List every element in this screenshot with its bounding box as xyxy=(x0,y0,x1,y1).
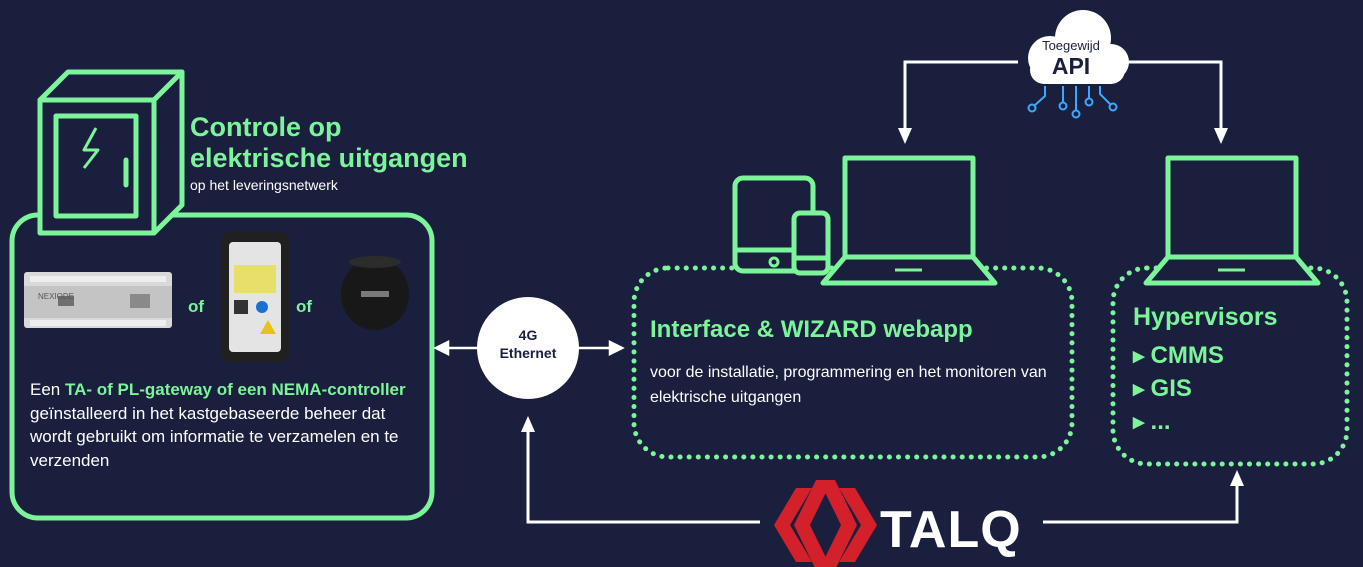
triangle-bullet-icon: ▶ xyxy=(1133,348,1145,365)
hypervisor-item-more: ▶... xyxy=(1133,408,1171,436)
triangle-bullet-icon: ▶ xyxy=(1133,381,1145,398)
laptop-icon xyxy=(820,155,998,286)
left-heading-line2: elektrische uitgangen xyxy=(190,143,468,173)
left-subheading: op het leveringsnetwerk xyxy=(190,177,338,193)
interface-title: Interface & WIZARD webapp xyxy=(650,316,973,343)
left-description-prefix: Een xyxy=(30,380,65,399)
hypervisor-item-label: GIS xyxy=(1150,375,1192,402)
or-label-2: of xyxy=(296,297,313,316)
cloud-api-label: API xyxy=(1051,53,1091,79)
connection-label: 4G Ethernet xyxy=(478,326,578,362)
ta-gateway-device-image xyxy=(24,272,172,328)
hypervisor-item-label: ... xyxy=(1150,408,1171,435)
cloud-icon xyxy=(1028,10,1129,84)
arrow-up-to-circle-icon xyxy=(521,416,535,432)
hypervisor-item-gis: ▶ GIS xyxy=(1133,375,1192,403)
pl-gateway-device-image xyxy=(221,232,289,362)
interface-panel-frame xyxy=(631,265,1075,460)
connection-label-line2: Ethernet xyxy=(499,345,557,361)
network-nodes-icon xyxy=(1027,86,1118,119)
electrical-cabinet-icon xyxy=(37,69,185,236)
bidirectional-arrow-left xyxy=(433,339,478,357)
talq-logo-icon xyxy=(774,480,877,567)
hypervisor-laptop-icon xyxy=(1143,155,1321,286)
left-description: Een TA- of PL-gateway of een NEMA-contro… xyxy=(30,378,410,472)
left-heading: Controle op elektrische uitgangen xyxy=(190,112,468,174)
nema-controller-device-image xyxy=(341,256,409,330)
device-brand-label: NEXIODE xyxy=(38,292,75,301)
connection-label-line1: 4G xyxy=(518,327,538,343)
left-description-rest: geïnstalleerd in het kastgebaseerde behe… xyxy=(30,403,399,470)
left-description-highlight: TA- of PL-gateway of een NEMA-controller xyxy=(64,380,406,399)
talq-logo-text: TALQ xyxy=(880,501,1022,559)
arrow-down-to-laptop-icon xyxy=(898,128,912,144)
bidirectional-arrow-right xyxy=(578,339,625,357)
api-connector-arrows xyxy=(903,60,1223,132)
cloud-top-label: Toegewijd xyxy=(1042,38,1100,53)
hypervisor-item-cmms: ▶ CMMS xyxy=(1133,342,1224,370)
interface-description: voor de installatie, programmering en he… xyxy=(650,364,1047,406)
hypervisor-item-label: CMMS xyxy=(1150,342,1224,369)
or-label-1: of xyxy=(188,297,205,316)
talq-connection-lines xyxy=(526,430,1239,524)
left-heading-line1: Controle op xyxy=(190,112,342,142)
triangle-bullet-icon: ▶ xyxy=(1133,414,1145,431)
phone-icon xyxy=(791,210,831,276)
left-panel-frame xyxy=(9,212,435,521)
arrow-down-to-hypervisor-icon xyxy=(1214,128,1228,144)
hypervisors-title: Hypervisors xyxy=(1133,303,1278,331)
connection-circle xyxy=(477,297,579,399)
arrow-up-to-hypervisor-icon xyxy=(1230,470,1244,486)
